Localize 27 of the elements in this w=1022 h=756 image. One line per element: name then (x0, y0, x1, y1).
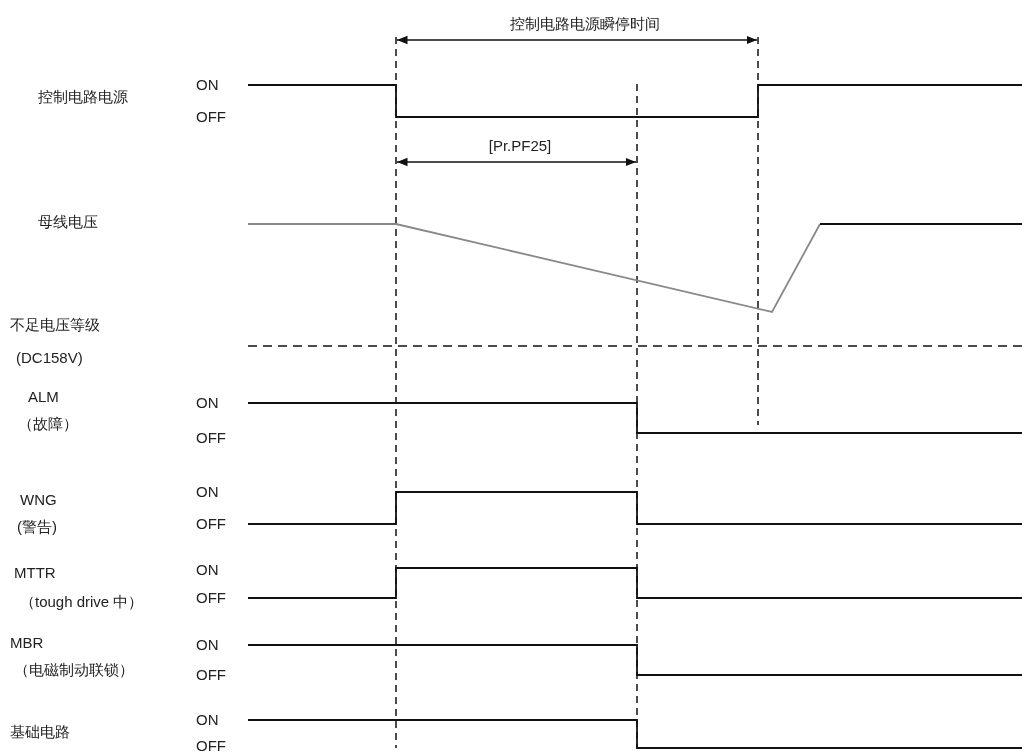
signal-label: 控制电路电源 (38, 88, 128, 106)
signal-label: (警告) (17, 518, 57, 536)
signal-label: 母线电压 (38, 213, 98, 231)
signal-label: WNG (20, 491, 57, 509)
signal-label: （tough drive 中） (20, 593, 144, 611)
signal-label: ALM (28, 388, 59, 406)
signal-label: （故障） (18, 415, 78, 433)
state-label: ON (196, 636, 219, 654)
level-label: 不足电压等级 (10, 316, 100, 334)
state-label: OFF (196, 737, 226, 755)
state-label: ON (196, 711, 219, 729)
signal-label: （电磁制动联锁） (14, 661, 134, 679)
state-label: OFF (196, 589, 226, 607)
state-label: OFF (196, 108, 226, 126)
state-label: OFF (196, 666, 226, 684)
state-label: ON (196, 483, 219, 501)
state-label: ON (196, 394, 219, 412)
dimension-label: [Pr.PF25] (488, 137, 552, 155)
state-label: ON (196, 76, 219, 94)
state-label: OFF (196, 515, 226, 533)
signal-label: 基础电路 (10, 723, 70, 741)
signal-label: MBR (10, 634, 44, 652)
level-label: (DC158V) (16, 349, 83, 367)
signal-label: MTTR (14, 564, 56, 582)
state-label: ON (196, 561, 219, 579)
state-label: OFF (196, 429, 226, 447)
dimension-label: 控制电路电源瞬停时间 (510, 15, 660, 33)
